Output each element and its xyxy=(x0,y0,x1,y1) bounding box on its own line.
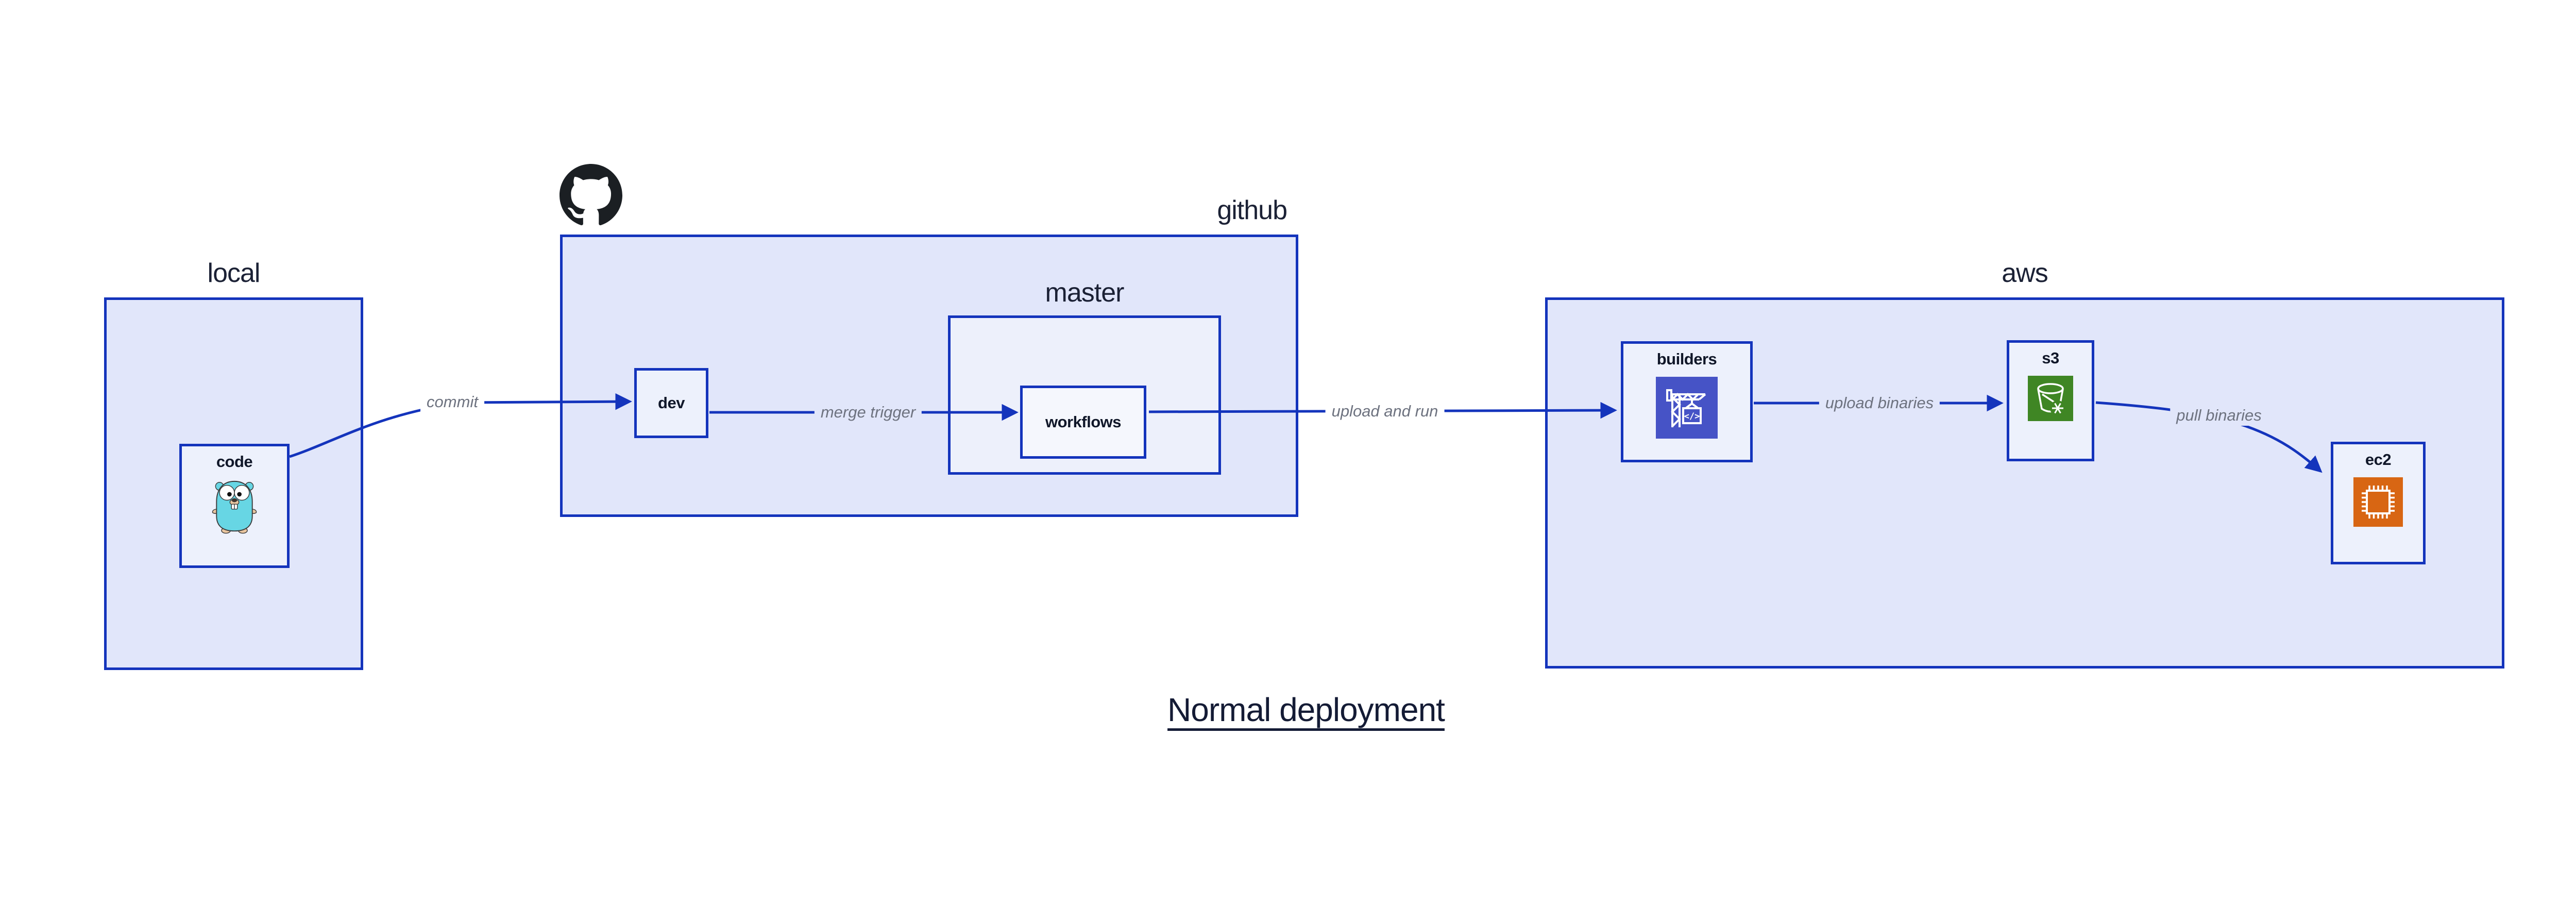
aws-s3-bucket-icon xyxy=(2028,376,2073,421)
edge-label-pull-binaries: pull binaries xyxy=(2170,405,2268,426)
cluster-github-label: github xyxy=(1217,195,1287,225)
node-dev: dev xyxy=(634,368,708,438)
node-ec2: ec2 xyxy=(2331,442,2426,564)
node-s3-label: s3 xyxy=(2042,349,2059,367)
github-octocat-icon xyxy=(560,164,622,229)
diagram-title: Normal deployment xyxy=(1167,691,1445,728)
go-gopher-icon xyxy=(209,479,260,534)
node-workflows: workflows xyxy=(1020,386,1146,459)
node-builders: builders </> xyxy=(1621,341,1753,462)
node-code: code xyxy=(179,444,290,568)
node-dev-label: dev xyxy=(658,394,685,412)
node-code-label: code xyxy=(216,453,253,471)
cluster-local-label: local xyxy=(207,258,261,288)
node-builders-label: builders xyxy=(1656,350,1717,368)
aws-ec2-chip-icon xyxy=(2353,477,2403,527)
cluster-master-label: master xyxy=(1045,278,1125,308)
edge-label-upload-binaries: upload binaries xyxy=(1819,393,1940,413)
node-s3: s3 xyxy=(2007,340,2094,461)
cluster-aws-label: aws xyxy=(2002,258,2048,288)
edge-label-merge-trigger: merge trigger xyxy=(814,402,922,423)
edge-label-commit: commit xyxy=(420,392,484,412)
aws-codebuild-crane-icon: </> xyxy=(1656,377,1718,439)
node-workflows-label: workflows xyxy=(1045,413,1122,431)
edge-label-upload-and-run: upload and run xyxy=(1325,401,1445,422)
svg-text:</>: </> xyxy=(1684,411,1700,422)
node-ec2-label: ec2 xyxy=(2365,450,2392,469)
